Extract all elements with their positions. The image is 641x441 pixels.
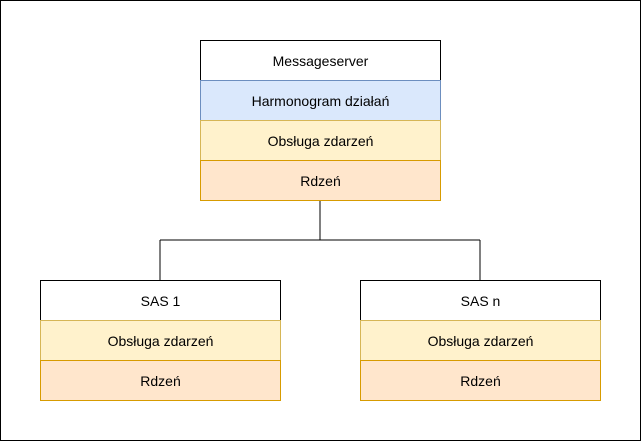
messageserver-events-box: Obsługa zdarzeń (200, 120, 441, 161)
messageserver-core-label: Rdzeń (300, 172, 341, 189)
sas-1-title-box: SAS 1 (40, 280, 281, 321)
sas-1-events-label: Obsługa zdarzeń (107, 332, 214, 349)
sas-1-core-label: Rdzeń (140, 372, 181, 389)
messageserver-events-label: Obsługa zdarzeń (267, 132, 374, 149)
tree-connector (159, 200, 481, 280)
sas-1-events-box: Obsługa zdarzeń (40, 320, 281, 361)
sas-n-core-label: Rdzeń (460, 372, 501, 389)
sas-n-title-box: SAS n (360, 280, 601, 321)
messageserver-title: Messageserver (272, 52, 369, 69)
sas-1-core-box: Rdzeń (40, 360, 281, 401)
sas-1-title: SAS 1 (140, 292, 181, 309)
sas-n-events-label: Obsługa zdarzeń (427, 332, 534, 349)
sas-n-title: SAS n (460, 292, 501, 309)
messageserver-schedule-box: Harmonogram działań (200, 80, 441, 121)
sas-n-core-box: Rdzeń (360, 360, 601, 401)
messageserver-title-box: Messageserver (200, 40, 441, 81)
sas-n-events-box: Obsługa zdarzeń (360, 320, 601, 361)
messageserver-core-box: Rdzeń (200, 160, 441, 201)
messageserver-schedule-label: Harmonogram działań (251, 92, 390, 109)
